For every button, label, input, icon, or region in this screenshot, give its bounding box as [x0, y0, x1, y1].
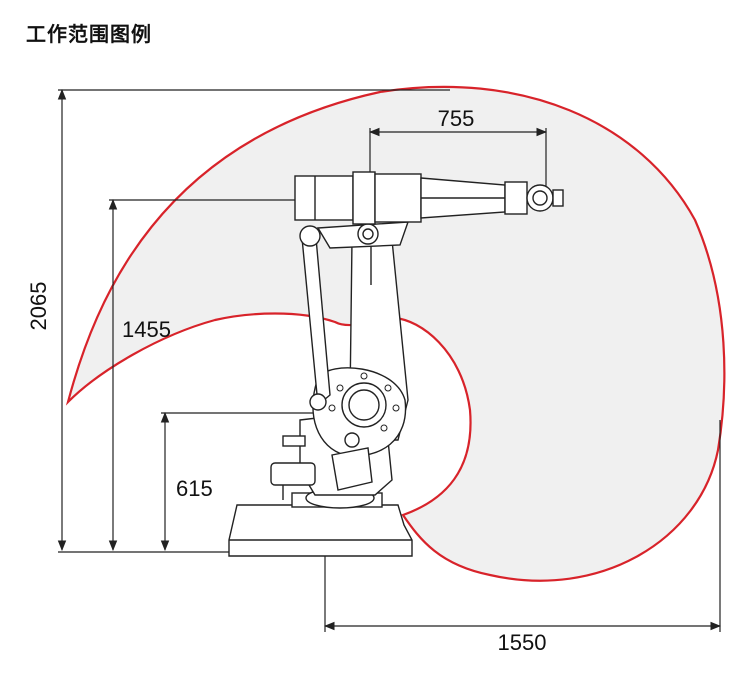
- shoulder-bolts: [328, 372, 400, 432]
- dim-label-2065: 2065: [26, 282, 51, 331]
- robot-drawing: [228, 171, 564, 557]
- dim-label-755: 755: [438, 106, 475, 131]
- robot-upper-arm-motor: [294, 175, 354, 221]
- work-envelope: [65, 85, 726, 582]
- dim-label-1550: 1550: [498, 630, 547, 655]
- robot-base: [228, 504, 413, 557]
- dim-label-1455: 1455: [122, 317, 171, 342]
- dim-label-615: 615: [176, 476, 213, 501]
- page-title: 工作范围图例: [26, 22, 152, 46]
- robot-wrist: [504, 181, 528, 215]
